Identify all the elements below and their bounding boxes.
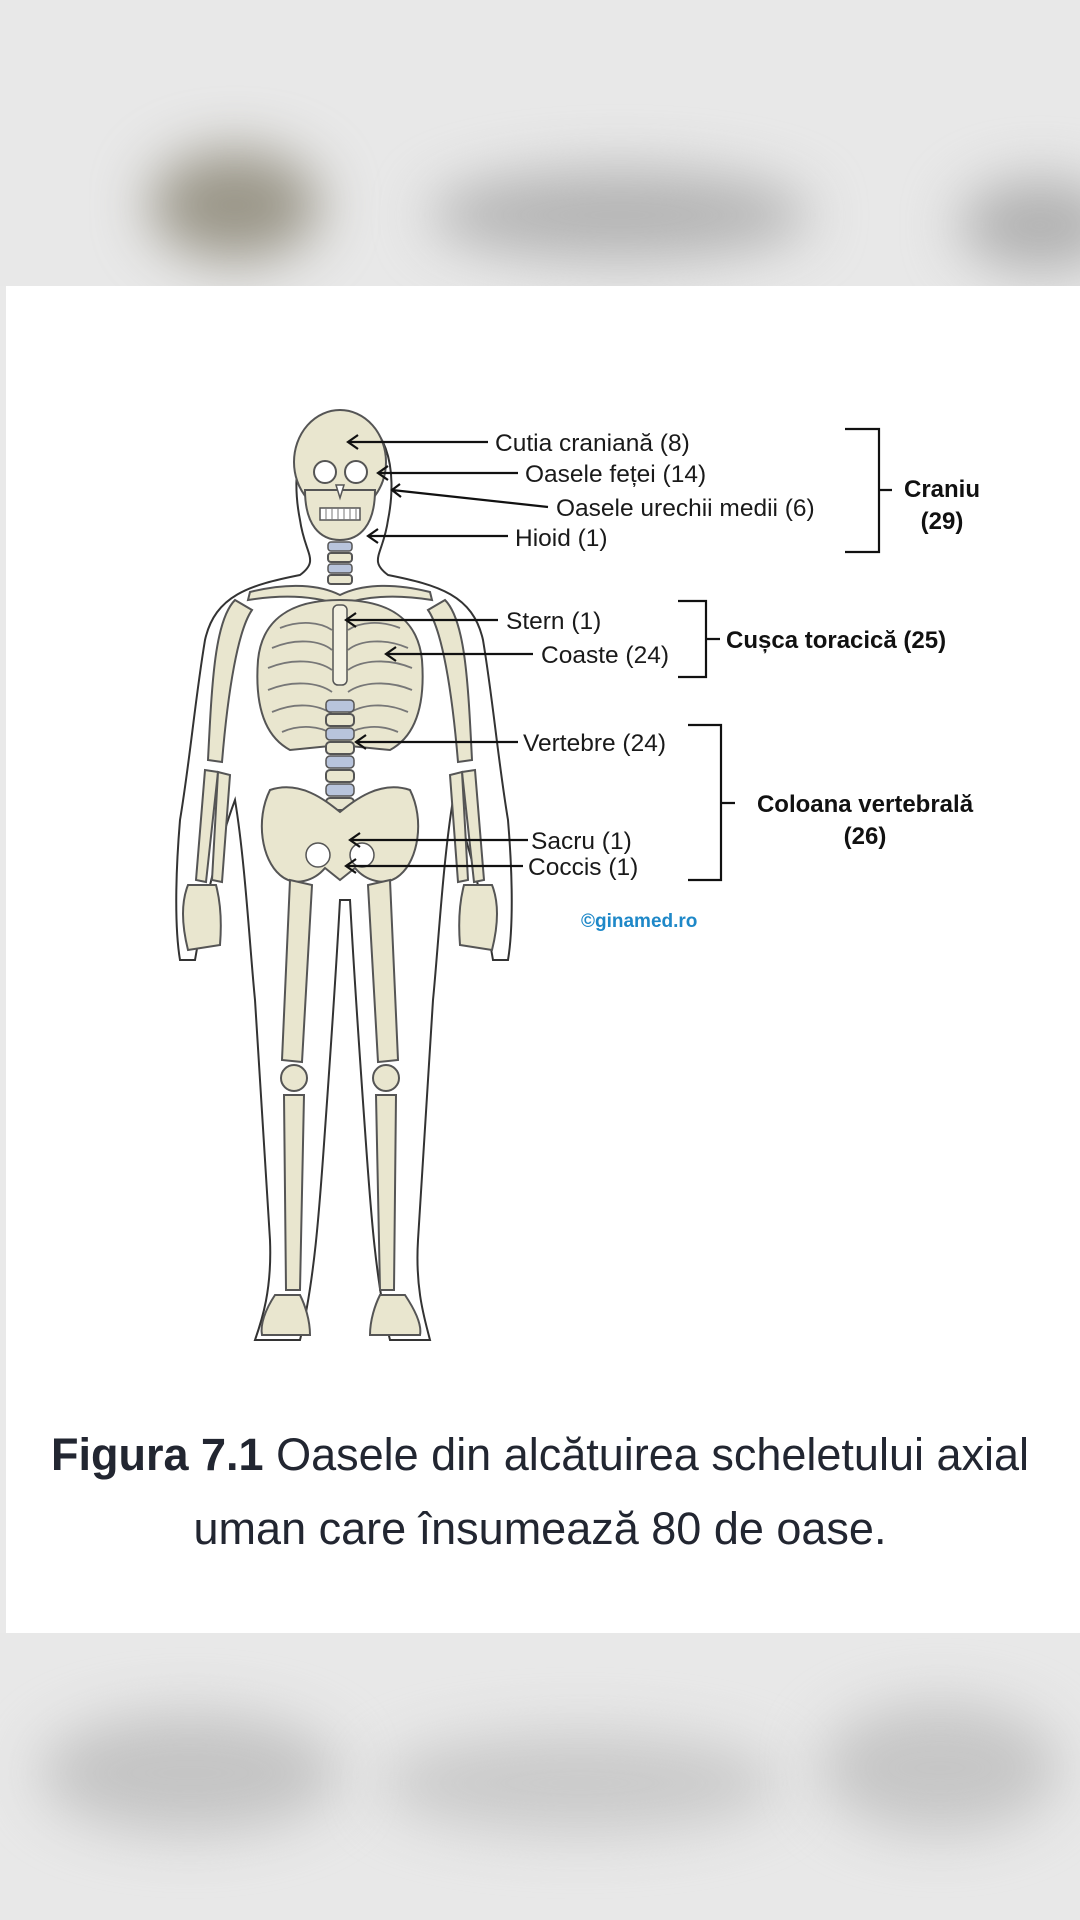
group-brackets (678, 427, 892, 882)
caption-line2: uman care însumează 80 de oase. (193, 1503, 887, 1554)
cervical-spine (327, 541, 353, 585)
watermark: ©ginamed.ro (581, 911, 697, 932)
body-outline (175, 413, 513, 1341)
clavicles (246, 584, 434, 607)
label-sacru: Sacru (1) (531, 828, 632, 855)
legs (260, 878, 422, 1336)
figure-caption: Figura 7.1 Oasele din alcătuirea schelet… (0, 1418, 1080, 1566)
label-coaste: Coaste (24) (541, 642, 669, 669)
rib-cage (256, 598, 424, 752)
arms (182, 598, 498, 952)
label-arrows (344, 434, 549, 874)
caption-line1: Oasele din alcătuirea scheletului axial (276, 1429, 1030, 1480)
group-craniu: Craniu (904, 476, 980, 503)
label-oasele-fetei: Oasele feței (14) (525, 461, 706, 488)
group-cusca-toracica: Cușca toracică (25) (726, 627, 946, 654)
group-coloana-vertebrala: Coloana vertebrală (757, 791, 974, 818)
label-oasele-urechii: Oasele urechii medii (6) (556, 495, 815, 522)
label-hioid: Hioid (1) (515, 525, 608, 552)
blurred-background-top (0, 0, 1080, 286)
skull (293, 409, 387, 542)
label-stern: Stern (1) (506, 608, 601, 635)
pelvis (260, 786, 420, 883)
group-craniu-count: (29) (921, 508, 964, 535)
skeleton-diagram: Cutia craniană (8) Oasele feței (14) Oas… (175, 409, 980, 1341)
label-vertebre: Vertebre (24) (523, 730, 666, 757)
label-cutia-craniana: Cutia craniană (8) (495, 430, 690, 457)
group-coloana-count: (26) (844, 823, 887, 850)
label-coccis: Coccis (1) (528, 854, 638, 881)
blurred-background-bottom (0, 1633, 1080, 1920)
caption-figure-number: Figura 7.1 (50, 1429, 264, 1480)
lumbar-spine (325, 699, 355, 811)
